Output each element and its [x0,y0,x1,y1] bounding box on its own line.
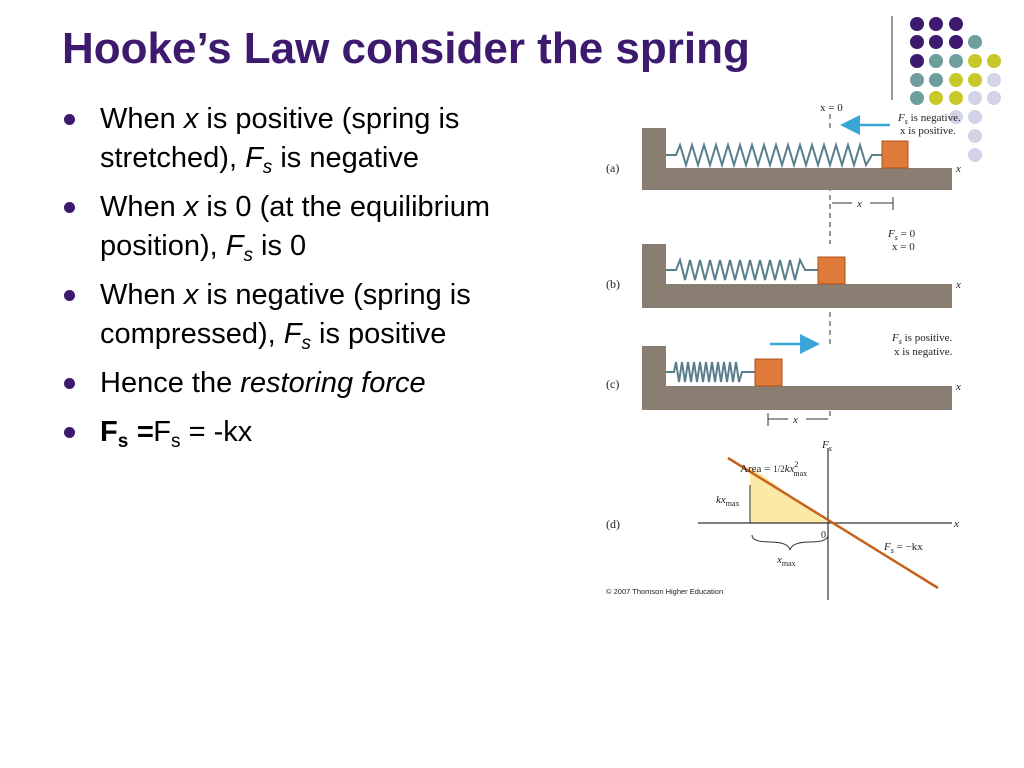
panel-b-note2: x = 0 [892,241,915,253]
block [754,358,783,387]
spring-figure: x = 0 (a) Fs is negative. x is positive.… [606,102,961,600]
force-line [727,456,939,590]
dot [949,54,963,68]
dot [968,35,982,49]
dot [949,91,963,105]
dot [987,91,1001,105]
block [881,140,909,169]
kx-max-label: kxmax [716,494,740,508]
title-divider [891,16,893,100]
spring-relaxed [666,256,818,281]
dot [910,73,924,87]
dot [968,129,982,143]
dot [968,148,982,162]
slide-title: Hooke’s Law consider the spring [62,24,750,73]
xmax-brace [751,534,829,551]
panel-a-note1: Fs is negative. [897,112,961,126]
panel-c: (c) Fs is positive. x is negative. x x [606,332,961,426]
dot [929,54,943,68]
panel-a-disp: x [856,198,862,210]
bullet-dot-icon [64,114,75,125]
bullet-item: When x is negative (spring is compressed… [62,276,592,354]
x0-label: x = 0 [820,102,843,114]
panel-b-label: (b) [606,277,620,291]
x-axis-label: x [953,518,959,530]
panel-c-label: (c) [606,377,619,391]
dot [929,35,943,49]
origin-label: 0 [821,530,826,541]
dot [910,91,924,105]
panel-b: (b) Fs = 0 x = 0 x [606,228,961,308]
dot [968,110,982,124]
panel-d-label: (d) [606,517,620,531]
bullet-dot-icon [64,202,75,213]
dot [929,91,943,105]
floor [642,168,952,190]
bullet-item: Hence the restoring force [62,364,592,403]
dot [968,54,982,68]
bullet-list: When x is positive (spring is stretched)… [62,100,592,462]
panel-b-axis: x [955,279,961,291]
dot [987,73,1001,87]
dot [929,17,943,31]
spring-stretched [666,141,882,169]
panel-a-axis: x [955,163,961,175]
block [817,256,846,285]
decorative-dots [910,17,1001,162]
bullet-dot-icon [64,290,75,301]
dot [929,73,943,87]
dot [910,54,924,68]
xmax-label: xmax [776,554,796,568]
panel-b-note1: Fs = 0 [887,228,916,242]
bullet-dot-icon [64,427,75,438]
spring-compressed [666,361,755,383]
line-equation-label: Fs = −kx [883,541,923,555]
panel-c-note2: x is negative. [894,346,953,358]
panel-c-note1: Fs is positive. [891,332,953,346]
dot [949,110,963,124]
dot [910,17,924,31]
panel-c-axis: x [955,381,961,393]
dot [910,35,924,49]
bullet-item: When x is 0 (at the equilibrium position… [62,188,592,266]
dot [987,54,1001,68]
dot [949,35,963,49]
panel-a-note2: x is positive. [900,125,956,137]
bullet-dot-icon [64,378,75,389]
panel-c-disp: x [792,414,798,426]
bullet-item: When x is positive (spring is stretched)… [62,100,592,178]
dot [949,73,963,87]
y-axis-label: Fs [821,439,832,453]
panel-a-label: (a) [606,161,619,175]
bullet-item: Fs =Fs = -kx [62,413,592,452]
dot [949,17,963,31]
copyright: © 2007 Thomson Higher Education [606,587,723,596]
dot [968,73,982,87]
dot [968,91,982,105]
panel-a: (a) Fs is negative. x is positive. x x [606,112,961,210]
